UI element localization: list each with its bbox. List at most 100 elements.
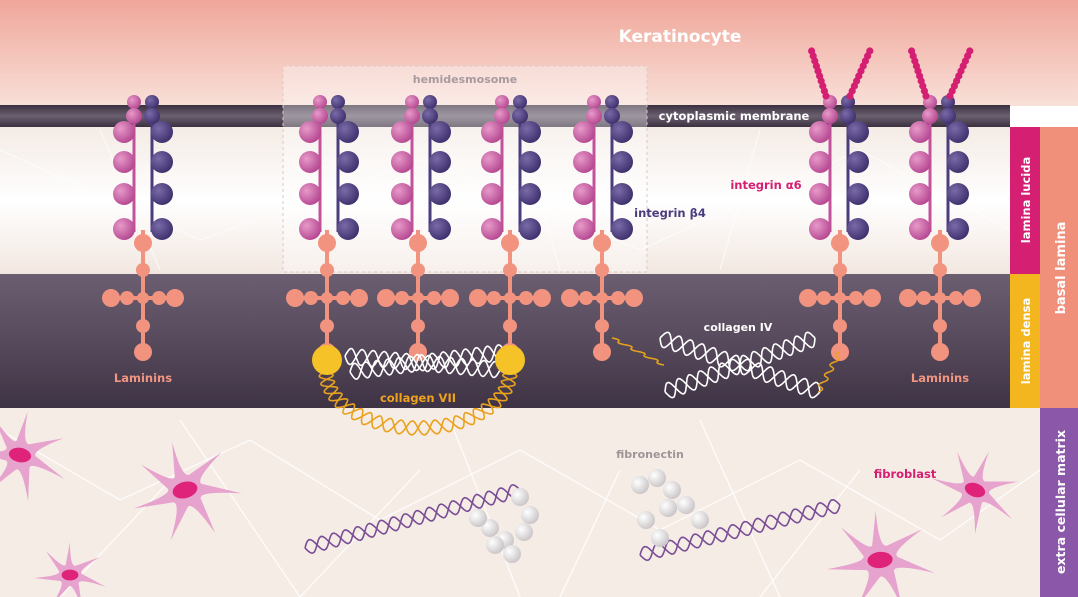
laminin-bead [799, 289, 817, 307]
collagen-group [312, 331, 841, 436]
laminin-bead [519, 291, 533, 305]
integrin-a6-bead [809, 183, 831, 205]
integrin-b4-bead [847, 151, 869, 173]
laminin-bead [136, 319, 150, 333]
laminin-bead [933, 319, 947, 333]
extension-bead [808, 47, 816, 55]
fibronectin-bead [486, 536, 504, 554]
integrin-pair [299, 95, 359, 240]
laminin-bead [833, 319, 847, 333]
helix-strand [639, 501, 841, 559]
integrin-a6-bead [909, 218, 931, 240]
fibronectin-bead [631, 476, 649, 494]
integrin-a6-bead [391, 121, 413, 143]
integrin-a6-bead [822, 108, 838, 124]
ecm-fiber [379, 449, 521, 521]
integrin-b4-label: integrin β4 [634, 206, 706, 220]
laminin-bead [596, 292, 608, 304]
fibronectin-label: fibronectin [616, 448, 684, 461]
laminin-bead [412, 292, 424, 304]
fibroblast-cell [826, 510, 936, 597]
cytoplasmic-membrane-label: cytoplasmic membrane [659, 109, 810, 123]
laminin [102, 230, 184, 361]
helix-strand [349, 345, 506, 379]
ecm-fiber [519, 449, 661, 531]
integrin-a6-bead [299, 121, 321, 143]
collagen-vii-label: collagen VII [380, 391, 456, 405]
laminin-bead [411, 263, 425, 277]
lamina-lucida-bar [1010, 127, 1040, 274]
integrin-b4-bead [847, 183, 869, 205]
fibronectin-bead [691, 511, 709, 529]
integrin-b4-bead [151, 183, 173, 205]
ecm-fiber [659, 459, 801, 531]
ecm-fiber [119, 439, 251, 501]
integrin-a6-bead [299, 183, 321, 205]
fibronectin-bead [651, 529, 669, 547]
laminin-bead [833, 263, 847, 277]
integrin-a6-bead [313, 95, 327, 109]
fibroblast-nucleus [61, 569, 79, 581]
laminin-bead [136, 263, 150, 277]
integrin-b4-bead [940, 108, 956, 124]
integrin-b4-bead [604, 108, 620, 124]
laminin-bead [503, 263, 517, 277]
integrin-b4-bead [840, 108, 856, 124]
integrin-a6-extension [908, 47, 974, 100]
integrin-a6-bead [299, 218, 321, 240]
integrin-pair [808, 47, 874, 240]
lucida-fiber [719, 129, 761, 271]
laminin-bead [931, 234, 949, 252]
integrin-b4-bead [519, 183, 541, 205]
laminin-bead [318, 234, 336, 252]
integrin-a6-bead [587, 95, 601, 109]
laminin-bead [561, 289, 579, 307]
laminin-bead [395, 291, 409, 305]
integrin-a6-bead [909, 183, 931, 205]
laminin-bead [501, 234, 519, 252]
ecm-bar [1040, 408, 1078, 597]
integrin-b4-bead [519, 121, 541, 143]
laminin-bead [849, 291, 863, 305]
laminin-bead [320, 263, 334, 277]
lucida-fiber [859, 149, 1011, 231]
laminin-bead [409, 234, 427, 252]
integrin-a6-label: integrin α6 [730, 178, 801, 192]
ecm-fiber [759, 469, 861, 597]
integrin-pair [573, 95, 633, 240]
integrin-a6-bead [494, 108, 510, 124]
laminin-bead [949, 291, 963, 305]
laminin-bead [286, 289, 304, 307]
laminin-bead [304, 291, 318, 305]
ecm-fiber [559, 469, 621, 597]
laminin [286, 230, 368, 361]
ecm-fiber [299, 469, 421, 597]
integrin-a6-bead [404, 108, 420, 124]
integrin-a6-bead [586, 108, 602, 124]
laminin [377, 230, 459, 361]
fibroblast-nucleus [8, 447, 32, 463]
laminins-right-label: Laminins [911, 371, 969, 385]
laminin-bead [831, 234, 849, 252]
ecm-label: extra cellular matrix [1053, 430, 1068, 574]
ecm-fiber [799, 459, 941, 541]
helix-strand [304, 487, 521, 551]
laminin-bead [134, 234, 152, 252]
integrin-b4-bead [429, 121, 451, 143]
laminin [899, 230, 981, 361]
laminin-bead [350, 289, 368, 307]
integrin-b4-bead [947, 121, 969, 143]
integrin-b4-bead [423, 95, 437, 109]
integrin-b4-bead [947, 151, 969, 173]
collagen-vii-loop [312, 345, 525, 436]
integrin-a6-bead [312, 108, 328, 124]
integrin-b4-bead [512, 108, 528, 124]
ecm-components [0, 411, 1018, 597]
integrin-a6-bead [481, 183, 503, 205]
fibroblast-cell [931, 451, 1018, 534]
integrin-b4-bead [847, 121, 869, 143]
integrin-b4-bead [847, 218, 869, 240]
integrin-b4-bead [611, 121, 633, 143]
integrin-b4-bead [513, 95, 527, 109]
laminin-bead [409, 343, 427, 361]
